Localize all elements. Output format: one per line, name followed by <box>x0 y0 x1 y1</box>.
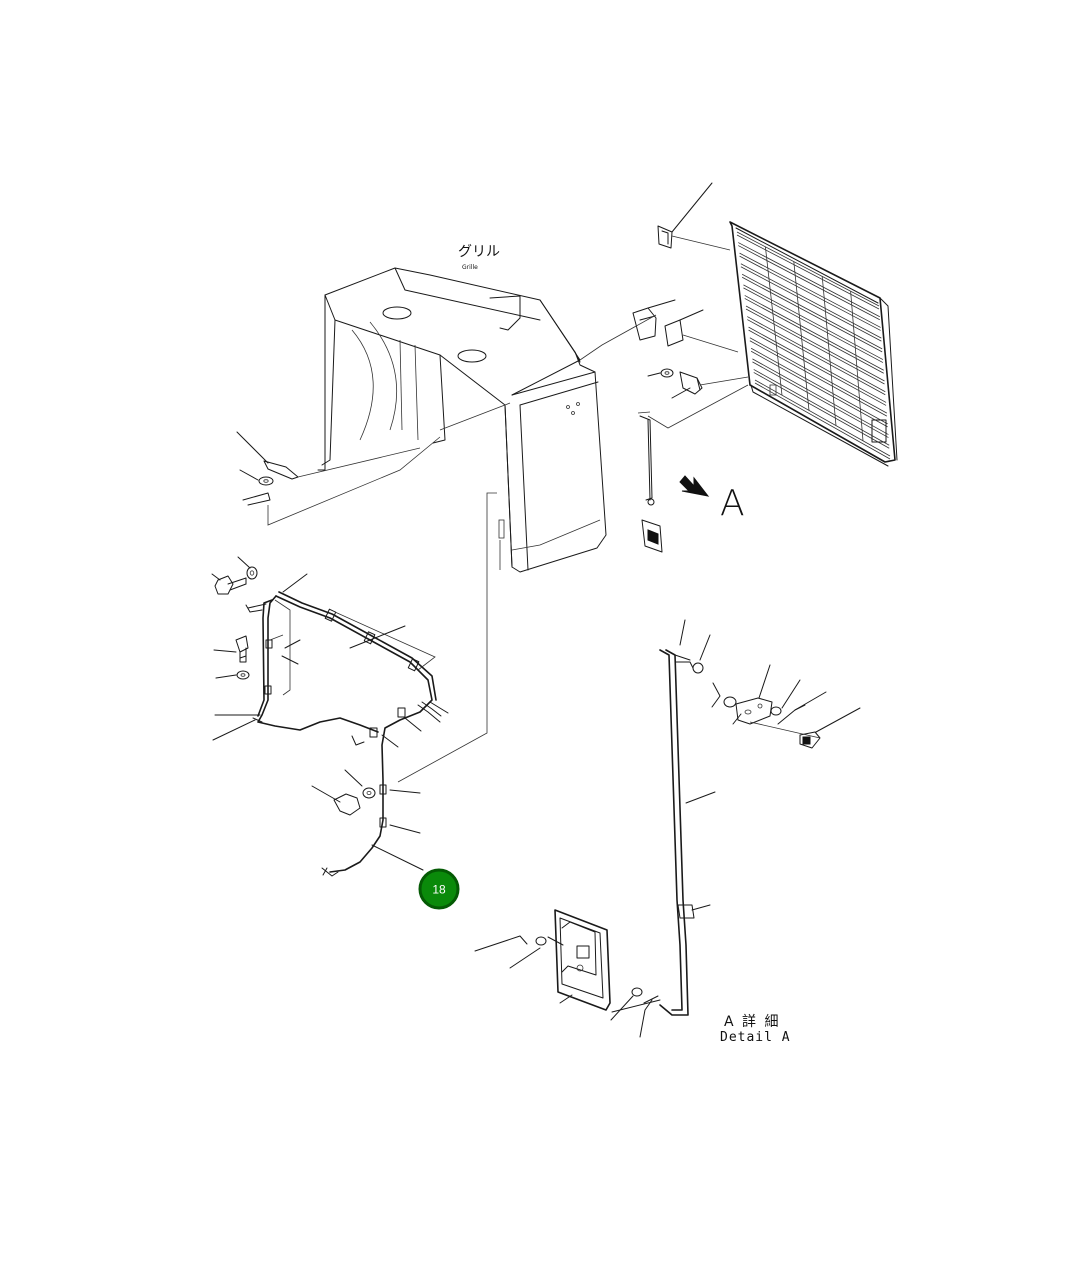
guard-frame <box>317 267 607 573</box>
grille-slat <box>752 358 889 435</box>
grille-slat <box>747 316 886 393</box>
grille-slat <box>748 326 887 403</box>
grille-slat <box>749 340 888 417</box>
grille-slat <box>750 350 888 428</box>
grille-slat <box>736 231 880 307</box>
grille-slat <box>744 298 884 374</box>
grille-slat <box>750 347 888 425</box>
grille-label-en: Grille <box>462 264 478 271</box>
callout-18-number: 18 <box>432 883 446 897</box>
grille-divider <box>850 291 864 441</box>
grille-slat <box>743 284 884 360</box>
grille-divider <box>821 276 837 426</box>
grille-panel <box>729 221 898 467</box>
grille-slat <box>744 295 884 371</box>
grille-slat <box>739 252 881 328</box>
grille-slat <box>745 308 885 385</box>
grille-slat <box>749 337 888 414</box>
grille-slat <box>736 234 880 310</box>
view-arrow-a: A <box>679 475 745 524</box>
harness-hardware <box>211 556 449 871</box>
grille-divider <box>765 246 783 396</box>
detail-a-assembly <box>474 619 861 1038</box>
grille-slat <box>748 329 887 406</box>
detail-a-label-en: Detail A <box>720 1030 791 1045</box>
grille-slat <box>745 305 885 382</box>
grille-slat <box>741 273 883 350</box>
grille-slat <box>753 372 890 449</box>
detail-a-label-jp: A 詳 細 <box>724 1014 780 1030</box>
grille-slat <box>740 263 882 339</box>
left-upper-hardware <box>236 431 441 526</box>
grille-slat <box>740 266 882 342</box>
grille-slat <box>741 276 883 353</box>
upper-hardware <box>632 182 749 553</box>
grille-slat <box>743 287 884 363</box>
grille-slat <box>738 242 880 318</box>
view-arrow-label: A <box>720 483 745 524</box>
leader-lines <box>397 314 657 783</box>
grille-slat <box>753 369 890 446</box>
callout-18[interactable]: 18 <box>418 868 460 910</box>
view-arrow-icon <box>679 475 710 497</box>
callout-18-circle[interactable] <box>418 868 460 910</box>
wiring-harness <box>245 591 442 877</box>
grille-slat <box>739 255 881 331</box>
grille-label-jp: グリル <box>458 244 500 260</box>
grille-slat <box>754 379 891 457</box>
grille-slat <box>752 361 889 438</box>
grille-divider <box>793 261 810 411</box>
grille-slat <box>747 319 886 396</box>
grille-slat <box>754 382 891 460</box>
grille-slat <box>738 245 880 321</box>
